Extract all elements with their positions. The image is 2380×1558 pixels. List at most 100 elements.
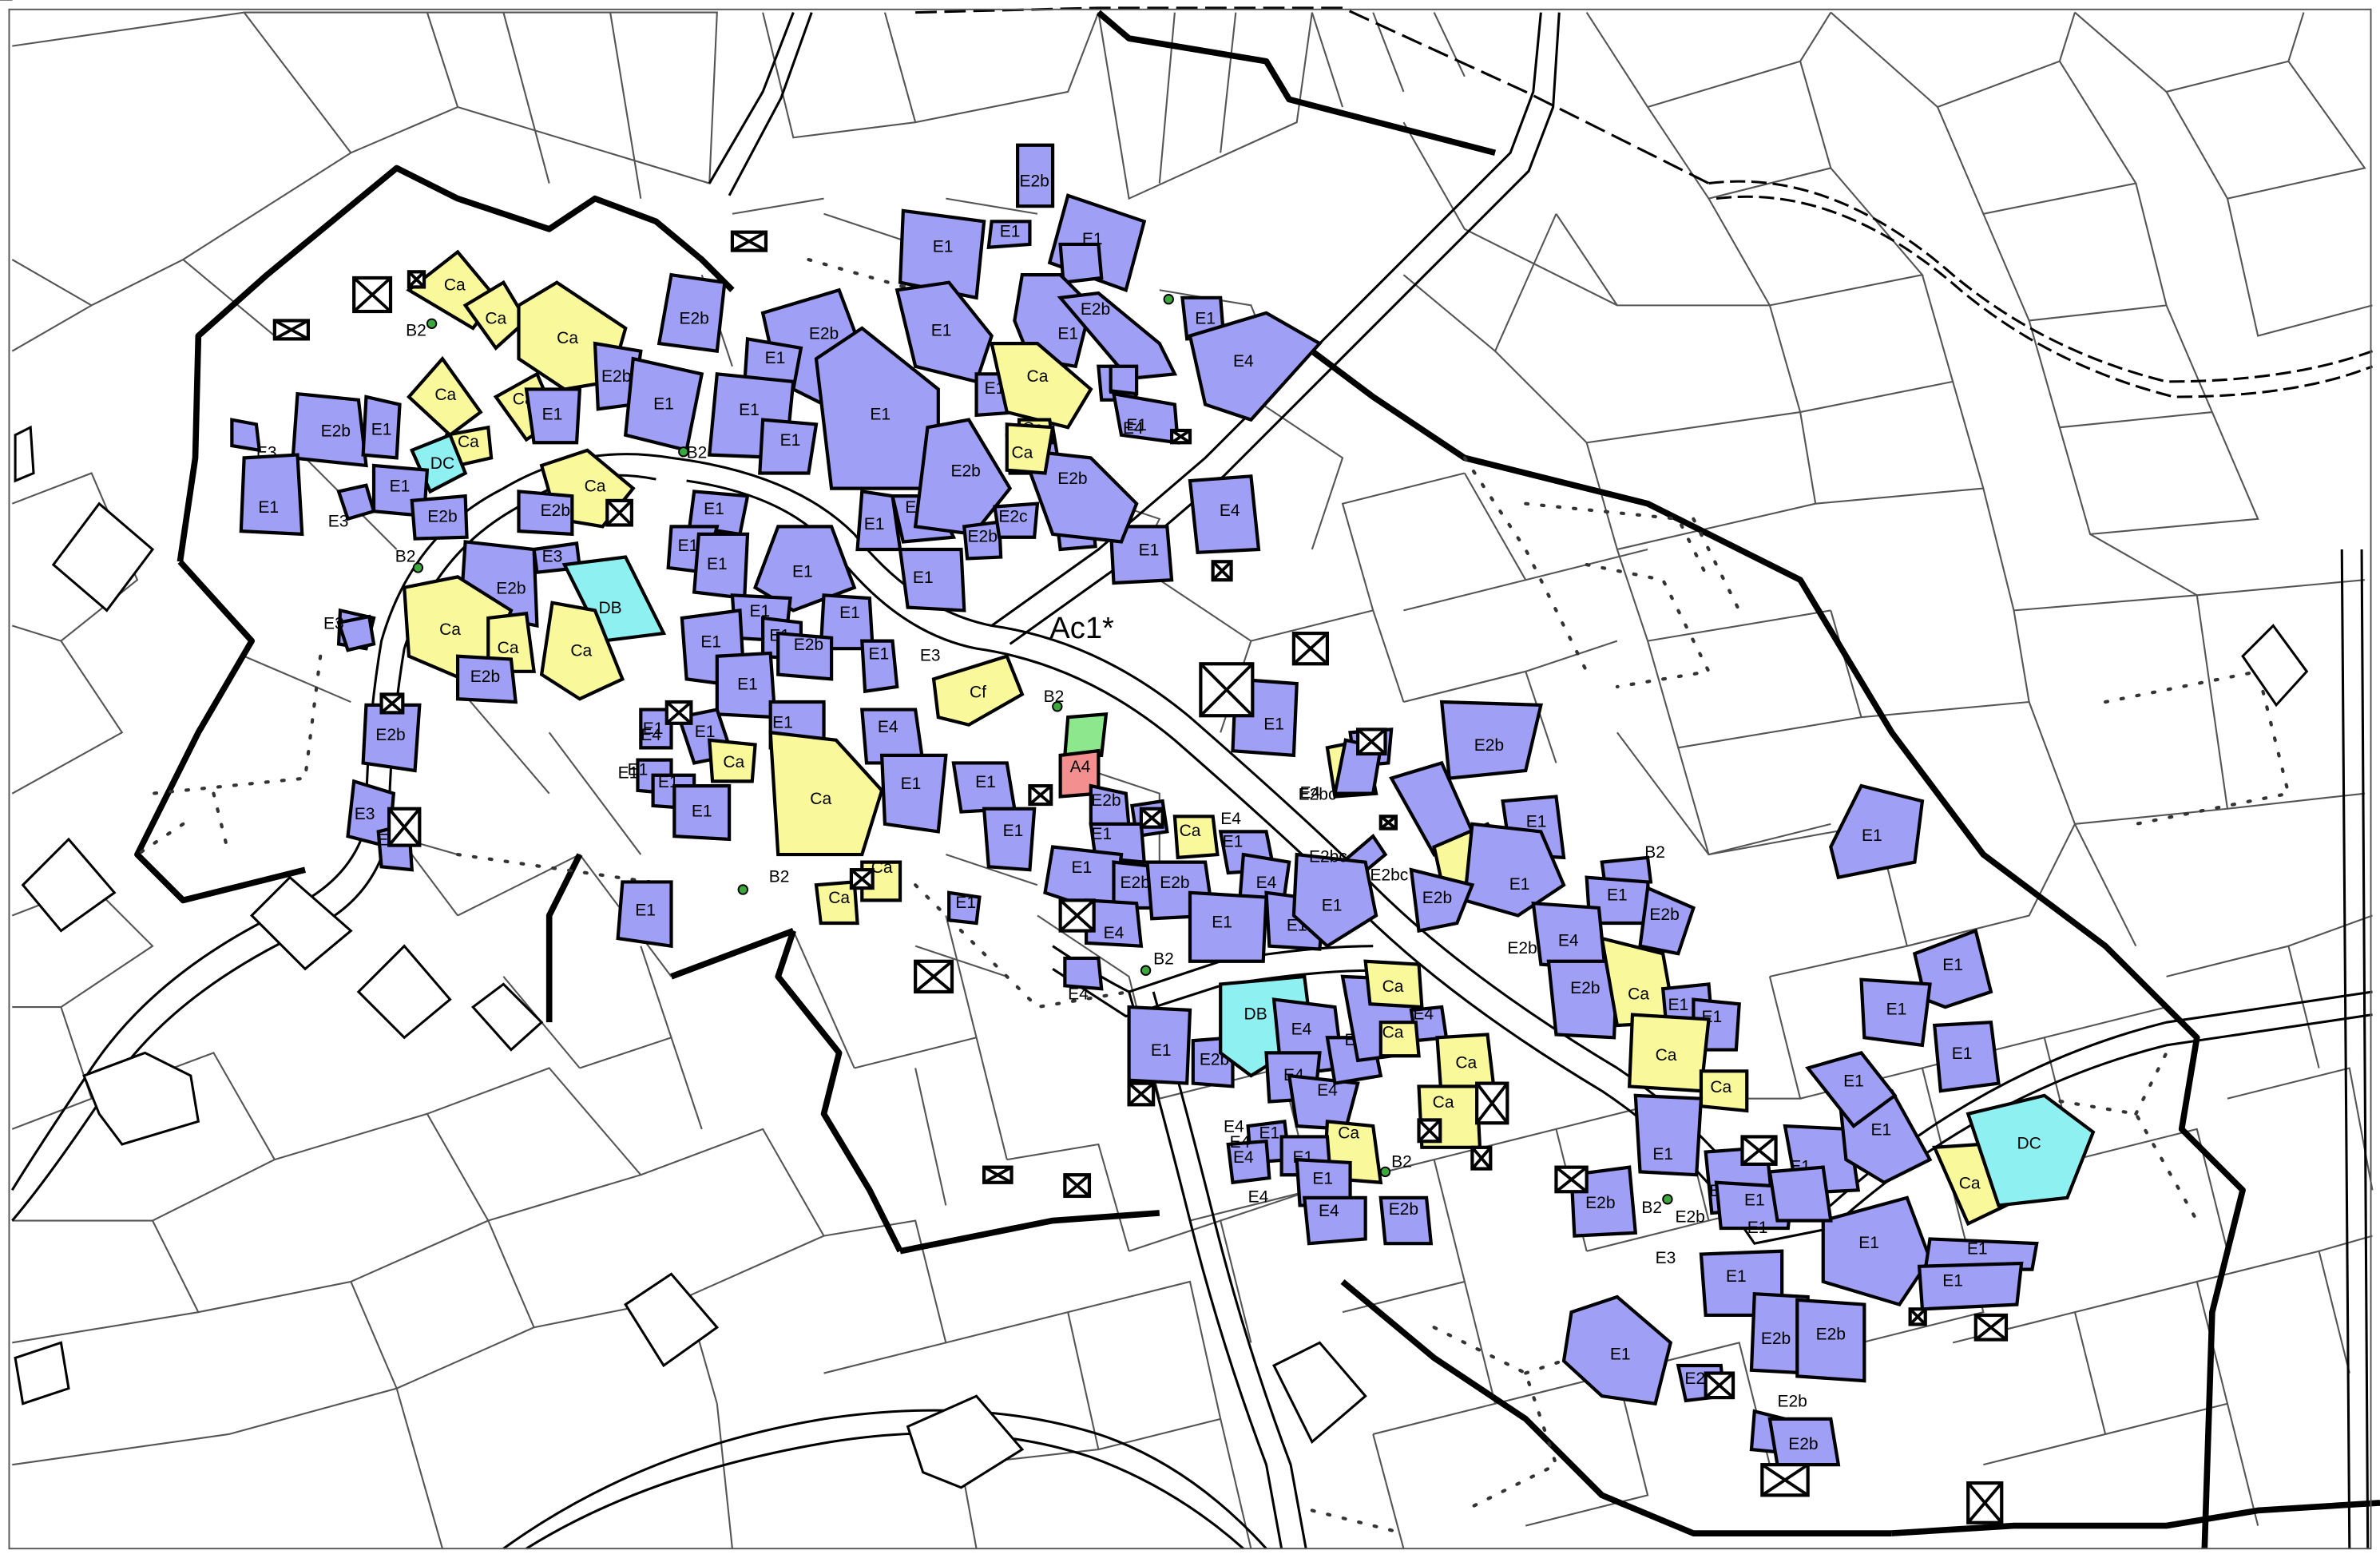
building-label: E1 — [913, 569, 934, 587]
building-e1 — [524, 387, 582, 445]
building-e2b — [776, 631, 834, 681]
building-label: E2b — [1160, 874, 1189, 892]
building-e2b — [1795, 1298, 1866, 1383]
building-label: E1 — [1942, 1272, 1963, 1290]
building-label: Ca — [1710, 1078, 1731, 1096]
building-ca — [707, 738, 757, 783]
building-e1 — [1917, 1261, 2024, 1311]
building-ca — [768, 730, 884, 857]
building-label: Ca — [828, 889, 850, 907]
building-label: E1 — [692, 802, 712, 820]
building-label: Ca — [444, 276, 466, 294]
building-label: Ca — [1180, 822, 1201, 840]
building-e1 — [672, 783, 732, 842]
b2-marker-icon — [737, 884, 748, 895]
building-label: E1 — [1607, 886, 1628, 904]
ruin-icon — [664, 700, 693, 725]
annotation-label: B2 — [687, 443, 708, 462]
building-unlabeled — [336, 614, 376, 652]
ruin-icon — [1966, 1481, 2004, 1524]
building-label: E2b — [1019, 172, 1049, 190]
zone-boundaries — [134, 10, 2380, 1549]
building-label: E1 — [1526, 813, 1547, 831]
ruin-icon — [1417, 1118, 1442, 1144]
b2-marker-icon — [412, 562, 424, 573]
building-label: E2b — [0, 0, 15, 4]
building-label: E2b — [1081, 300, 1110, 319]
building-label: Ca — [810, 790, 831, 808]
ruins-markers — [272, 230, 2009, 1524]
building-label: E1 — [695, 723, 716, 741]
building-e1 — [879, 753, 948, 834]
building-label: Ca — [1027, 367, 1049, 386]
building-label: E1 — [1126, 416, 1147, 434]
building-label: E1 — [868, 645, 889, 664]
building-label: E1 — [870, 406, 891, 424]
building-ca — [1172, 815, 1220, 860]
building-label: E1 — [772, 714, 793, 732]
building-label: E1 — [931, 322, 952, 340]
building-label: E4 — [1413, 1005, 1434, 1023]
annotation-label: E3 — [328, 512, 349, 530]
b2-marker-icon — [678, 446, 689, 458]
building-label: E1 — [1942, 956, 1963, 974]
building-label: E1 — [1259, 1124, 1279, 1142]
building-label: E1 — [737, 676, 758, 694]
building-ca — [990, 342, 1093, 430]
building-label: E4 — [1256, 874, 1277, 892]
building-label: E1 — [1151, 1041, 1172, 1060]
building-e1 — [860, 639, 899, 694]
annotation-label: E4 — [1068, 985, 1089, 1004]
building-label: E1 — [1747, 1219, 1768, 1237]
building-e4 — [1226, 1139, 1271, 1185]
building-label: E1 — [1057, 324, 1078, 343]
ruin-icon — [1378, 815, 1398, 831]
building-label: E2b — [968, 527, 998, 545]
building-label: E1 — [975, 773, 996, 791]
building-label: E1 — [1610, 1345, 1631, 1363]
building-e2b — [656, 272, 727, 354]
ruin-icon — [1973, 1313, 2009, 1342]
building-label: E2b — [1816, 1326, 1846, 1344]
building-label: Cf — [970, 683, 986, 701]
ruin-icon — [1058, 898, 1096, 933]
building-e2b — [962, 520, 1003, 561]
building-e4 — [1302, 1195, 1367, 1246]
building-label: E1 — [678, 537, 699, 555]
building-e2b — [1016, 143, 1055, 208]
building-e2b — [1767, 1417, 1841, 1467]
building-label: E2b — [1389, 1200, 1418, 1219]
annotation-label: E3 — [256, 443, 277, 462]
building-unlabeled — [336, 483, 376, 521]
building-label: Ca — [458, 433, 479, 451]
building-e2b — [517, 490, 574, 537]
ruin-icon — [407, 270, 426, 289]
annotation-label: E1 — [618, 764, 639, 783]
building-label: E1 — [258, 498, 279, 517]
building-label: E1 — [1967, 1240, 1988, 1259]
building-label: E2b — [1585, 1194, 1615, 1212]
building-unlabeled — [1063, 712, 1109, 757]
b2-marker-icon — [1662, 1194, 1673, 1205]
building-e1 — [616, 880, 673, 949]
building-label: E2b — [1761, 1330, 1791, 1348]
building-cf — [931, 654, 1025, 727]
annotation-label: E2b — [1675, 1207, 1704, 1226]
building-label: E1 — [765, 349, 786, 367]
building-label: E4 — [1233, 1148, 1254, 1167]
building-e1 — [894, 280, 994, 384]
building-label: E3 — [355, 805, 375, 823]
building-e1 — [898, 547, 966, 612]
building-label: E2b — [321, 422, 351, 441]
building-e1 — [898, 208, 986, 300]
annotation-label: B2 — [1644, 843, 1665, 862]
building-label: E1 — [700, 632, 721, 651]
building-label: E2b — [0, 0, 15, 4]
annotation-label: B2 — [769, 867, 790, 886]
building-e1 — [239, 453, 304, 537]
building-label: E1 — [635, 901, 656, 919]
building-label: E1 — [792, 562, 813, 581]
ruin-icon — [1356, 727, 1387, 756]
ruin-icon — [1028, 783, 1053, 807]
